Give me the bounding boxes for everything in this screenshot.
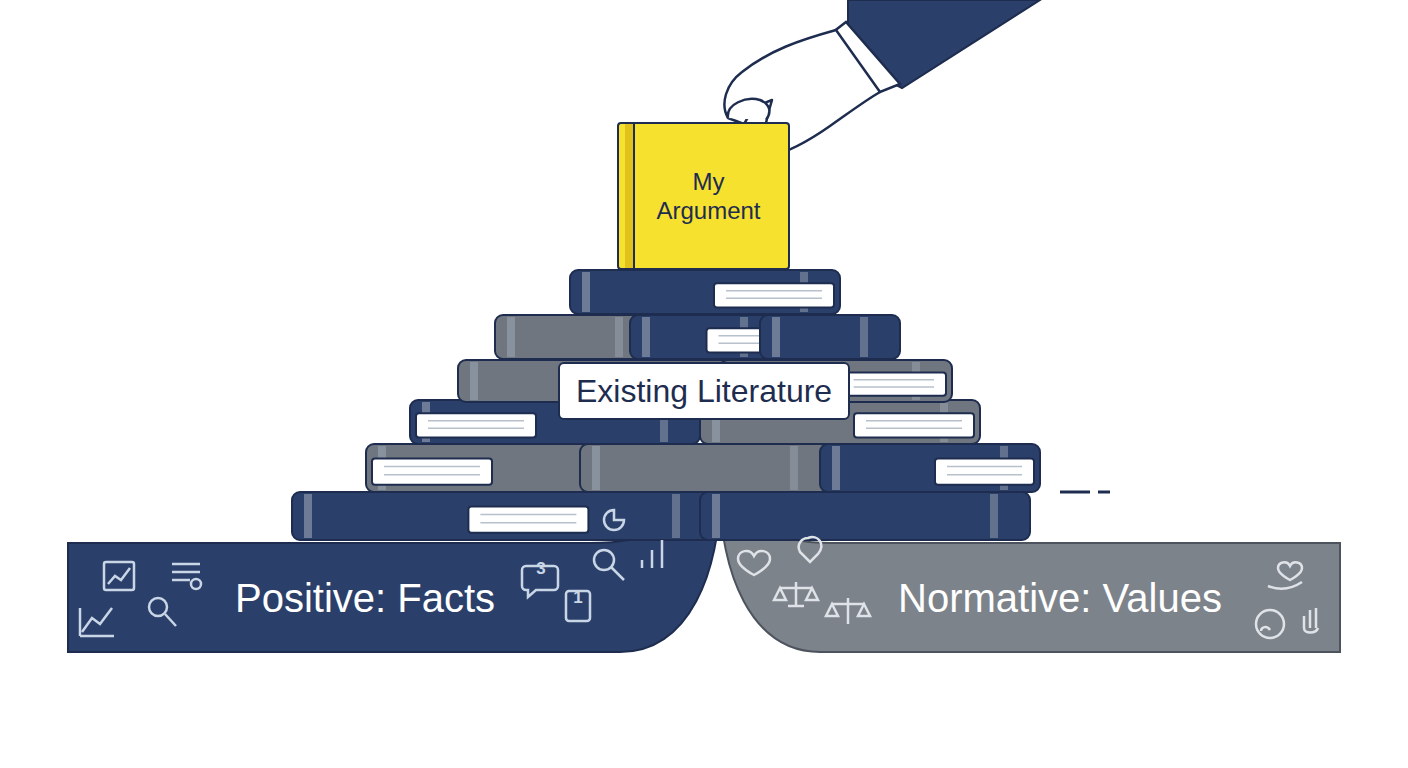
- book-part: [790, 446, 798, 490]
- book-part: [428, 427, 524, 429]
- book-part: [854, 386, 934, 388]
- book-part: [582, 272, 590, 312]
- book-part: [947, 466, 1022, 468]
- book-part: [866, 427, 962, 429]
- positive-band: Positive: Facts: [200, 570, 530, 626]
- book-part: [615, 317, 623, 357]
- book-part: [712, 494, 720, 538]
- book-part: [990, 494, 998, 538]
- node-text: Positive: Facts: [235, 574, 495, 622]
- book-part: [470, 362, 478, 400]
- argument-book: My Argument: [617, 122, 790, 270]
- book-part: [642, 317, 650, 357]
- book-part: [304, 494, 312, 538]
- book-part: [507, 317, 515, 357]
- book-part: [854, 379, 934, 381]
- book: [700, 492, 1030, 540]
- book: [580, 444, 830, 492]
- dash: [1060, 491, 1090, 494]
- book-pages: [468, 506, 588, 532]
- book-part: [384, 466, 480, 468]
- book: [760, 315, 900, 359]
- book: [820, 444, 1040, 492]
- value-icons: [738, 537, 1318, 638]
- book-pages: [935, 458, 1034, 484]
- fact-icons: [80, 510, 662, 636]
- book-part: [947, 474, 1022, 476]
- book-part: [428, 420, 524, 422]
- book-pages: [842, 373, 946, 396]
- book-part: [866, 420, 962, 422]
- book-part: [384, 474, 480, 476]
- book-part: [772, 317, 780, 357]
- book-part: [672, 494, 680, 538]
- normative-band: Normative: Values: [860, 570, 1260, 626]
- book-stack: [292, 270, 1040, 540]
- book-part: [480, 522, 576, 524]
- book-pages: [416, 413, 536, 437]
- book-part: [480, 514, 576, 516]
- book-pages: [714, 283, 834, 307]
- book-part: [726, 297, 822, 299]
- positive-band-shape: [68, 492, 720, 652]
- book-part: [726, 290, 822, 292]
- book-spine: [625, 124, 635, 268]
- dash: [1098, 491, 1110, 494]
- literature-label: Existing Literature: [558, 362, 850, 420]
- book-part: [860, 317, 868, 357]
- book: [570, 270, 840, 314]
- book-part: [719, 342, 763, 344]
- book-pages: [372, 458, 492, 484]
- book-part: [719, 335, 763, 337]
- icon-number: 3: [535, 560, 547, 577]
- book-pages: [854, 413, 974, 437]
- book: [292, 492, 712, 540]
- node-text: My Argument: [641, 168, 776, 226]
- book-part: [592, 446, 600, 490]
- icon-number: 1: [572, 589, 584, 606]
- book-part: [832, 446, 840, 490]
- node-text: Normative: Values: [898, 574, 1222, 622]
- node-text: Existing Literature: [576, 372, 832, 410]
- book: [630, 315, 780, 359]
